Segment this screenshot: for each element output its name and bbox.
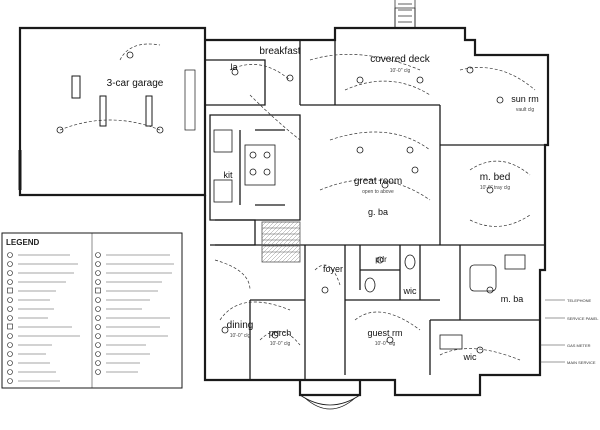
legend-title: LEGEND	[6, 238, 40, 247]
room-covered-deck: covered deck	[370, 54, 430, 65]
note-main-service: MAIN SERVICE	[567, 360, 596, 365]
legend: LEGEND	[1, 232, 183, 389]
room-master-bath: m. ba	[501, 294, 524, 304]
room-wic-1: wic	[403, 286, 417, 296]
service-notes: TELEPHONE SERVICE PANEL GAS METER MAIN S…	[540, 298, 599, 365]
room-pdr: pdr	[375, 255, 387, 264]
room-sun-room-sub: vault clg	[516, 107, 535, 113]
room-great-room-sub: open to above	[362, 189, 394, 195]
note-telephone: TELEPHONE	[567, 298, 592, 303]
kitchen-fixtures	[213, 129, 276, 203]
room-labels: 3-car garage breakfast covered deck 10'-…	[107, 46, 539, 362]
bath-fixtures	[364, 254, 526, 350]
stair	[261, 221, 301, 263]
room-breakfast: breakfast	[259, 46, 300, 57]
note-service-panel: SERVICE PANEL	[567, 316, 599, 321]
wall-details	[184, 0, 416, 131]
garage-fixtures	[18, 75, 153, 190]
room-master-bed: m. bed	[480, 172, 511, 183]
room-laundry: la	[230, 62, 237, 72]
room-porch-sub: 10'-0" clg	[270, 341, 291, 347]
wiring-runs	[59, 43, 536, 361]
room-dining-sub: 10'-0" clg	[230, 333, 251, 339]
room-garage: 3-car garage	[107, 78, 164, 89]
room-dining: dining	[227, 320, 254, 331]
room-porch: porch	[269, 328, 292, 338]
room-sun-room: sun rm	[511, 94, 539, 104]
room-foyer: foyer	[323, 264, 343, 274]
note-gas-meter: GAS METER	[567, 343, 591, 348]
room-great-room: great room	[354, 176, 402, 187]
room-master-bed-sub: 10'-0" tray clg	[480, 185, 510, 191]
room-kitchen: kit	[224, 170, 233, 180]
interior-walls	[205, 40, 548, 380]
front-steps	[299, 394, 361, 410]
room-covered-deck-sub: 10'-0" clg	[390, 68, 411, 74]
room-guest-room-sub: 10'-0" clg	[375, 341, 396, 347]
room-great-bath: g. ba	[368, 207, 388, 217]
room-guest-room: guest rm	[367, 328, 402, 338]
light-fixtures	[56, 51, 504, 354]
room-wic-2: wic	[463, 352, 477, 362]
